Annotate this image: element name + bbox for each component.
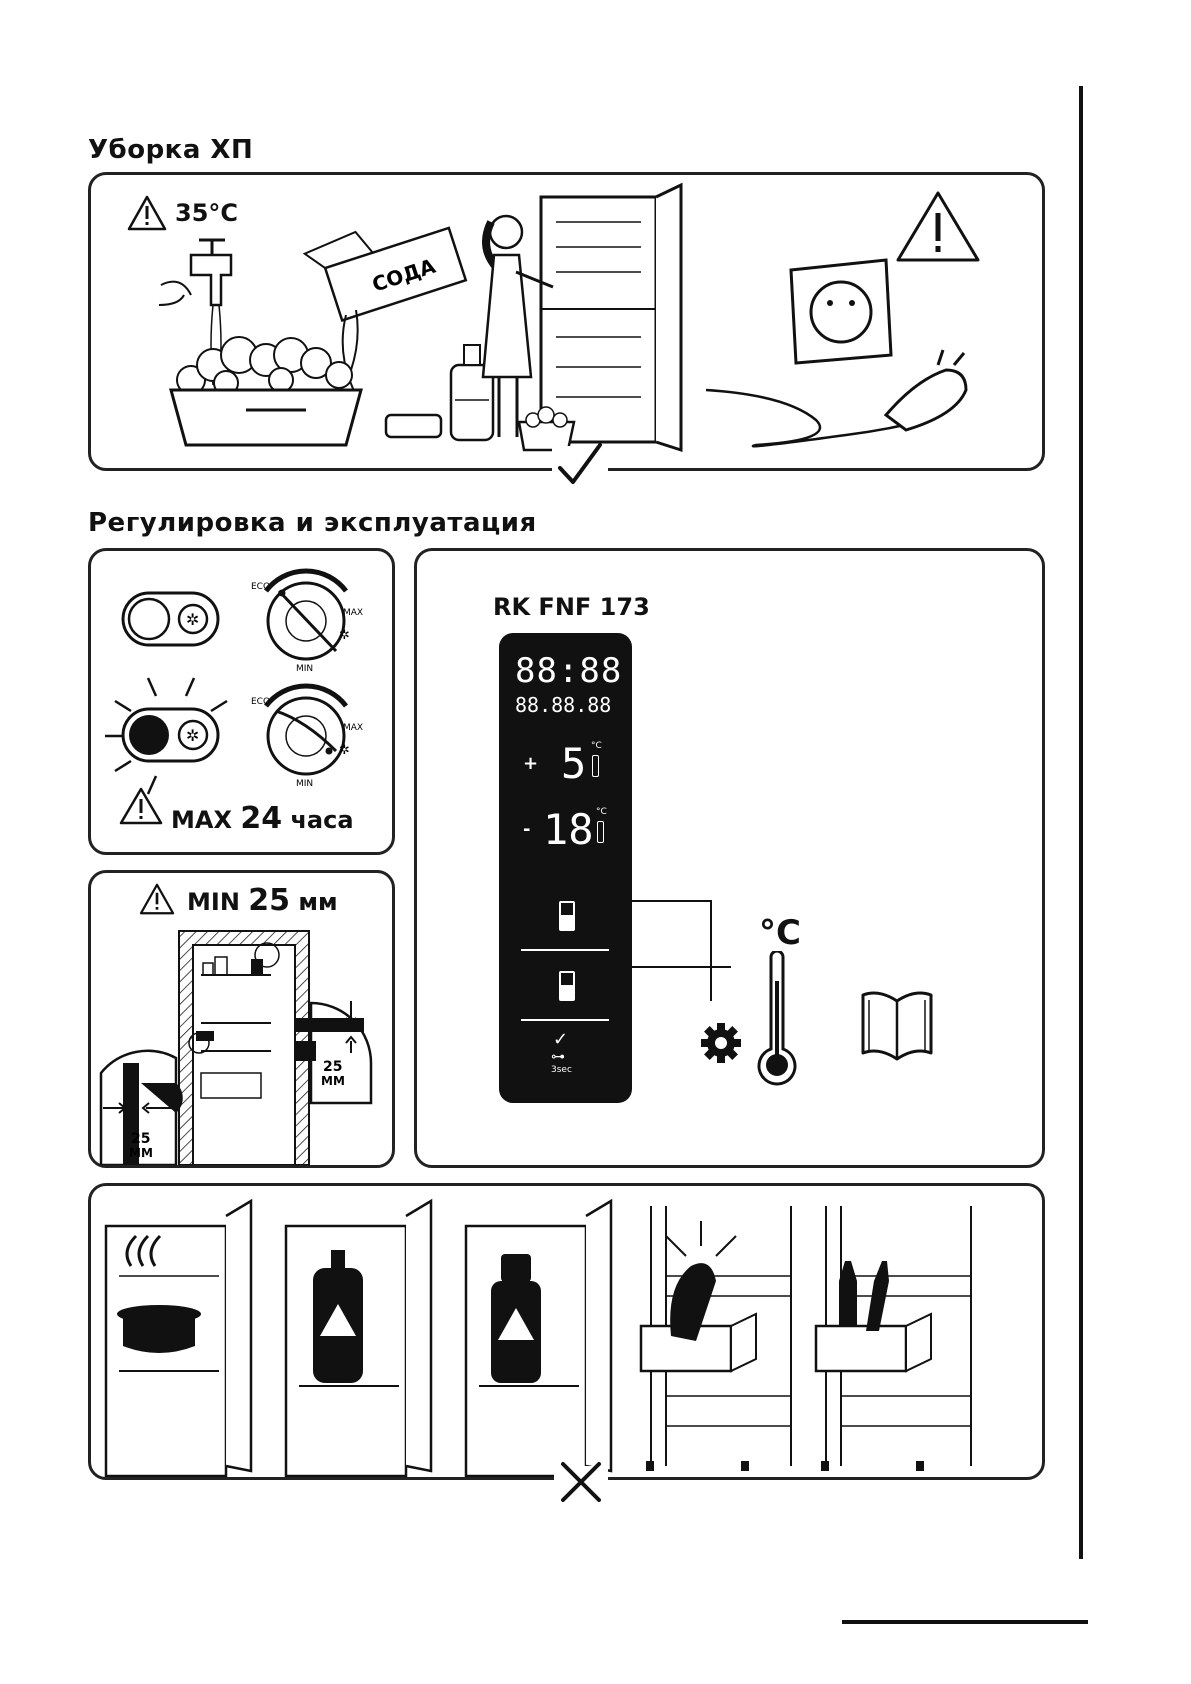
model-name: RK FNF 173 (493, 593, 650, 621)
max-warning-unit: часа (290, 806, 354, 834)
prohibited-items-illustration (104, 1198, 972, 1477)
plug-icon (883, 349, 968, 432)
max-warning-value: 24 (240, 801, 283, 836)
time-display: 88:88 (515, 651, 623, 691)
chemical-bottle-icon (464, 1198, 613, 1477)
svg-text:✲: ✲ (339, 628, 350, 643)
washing-basin-illustration: СОДА (158, 226, 495, 447)
cleaning-temp-value: 35 (175, 199, 209, 227)
gap-label-top: 25 (323, 1059, 342, 1075)
fridge-sign: + (523, 753, 539, 774)
min-warning-value: 25 (248, 883, 291, 918)
superfreeze-illustration: ✲ ECO MAX MIN ✲ ✲ ECO MAX MIN ✲ (105, 568, 363, 825)
max-warning-prefix: MAX (171, 806, 232, 834)
section-title-operation: Регулировка и эксплуатация (88, 508, 537, 538)
check-icon (558, 443, 602, 484)
date-display: 88.88.88 (515, 693, 612, 717)
exploding-bottle-icon (639, 1206, 792, 1471)
svg-text:ECO: ECO (251, 697, 270, 707)
freezer-temp-unit: °C (596, 807, 607, 817)
svg-text:✲: ✲ (339, 743, 350, 758)
cross-icon (561, 1462, 601, 1502)
bottles-in-freezer-icon (814, 1206, 972, 1471)
svg-text:✲: ✲ (186, 610, 199, 629)
dial-max-label: MAX (343, 608, 363, 618)
niche-clearance-illustration: 25 ММ 25 ММ (99, 930, 373, 1165)
prohibitions-panel (88, 1183, 1045, 1480)
clearance-panel: MIN 25 мм 25 ММ 25 ММ (88, 870, 395, 1168)
warning-icon (127, 195, 167, 231)
min-warning-unit: мм (298, 888, 338, 916)
gap-label-side: 25 (131, 1131, 150, 1147)
control-panel-frame: RK FNF 173 88:88 88.88.88 + 5 °C - 18 °C… (414, 548, 1045, 1168)
gap-unit-side: ММ (129, 1146, 153, 1160)
fridge-mode-button[interactable] (559, 901, 575, 931)
max-duration-warning: MAX 24 часа (171, 801, 354, 836)
flammable-aerosol-icon (284, 1198, 433, 1477)
svg-text:MIN: MIN (296, 779, 313, 789)
thermometer-icon (757, 951, 797, 1086)
freezer-temp: 18 (543, 805, 594, 854)
display-panel: 88:88 88.88.88 + 5 °C - 18 °C ✓ ⊶ 3sec (499, 633, 632, 1103)
svg-text:MAX: MAX (343, 723, 363, 733)
fridge-temp: 5 (561, 739, 587, 788)
lock-check-icon[interactable]: ✓ (553, 1029, 569, 1050)
warning-icon (139, 883, 175, 915)
cleaning-panel: 35°C СОДА (88, 172, 1045, 471)
page-footer-rule (842, 1620, 1088, 1624)
warning-icon (896, 191, 980, 262)
dial-eco-label: ECO (251, 582, 270, 592)
section-title-cleaning: Уборка ХП (88, 135, 254, 165)
min-warning-prefix: MIN (187, 888, 240, 916)
min-clearance-warning: MIN 25 мм (187, 883, 338, 918)
socket-icon (789, 258, 893, 365)
thermometer-unit: °C (759, 913, 801, 953)
key-icon: ⊶ (551, 1049, 565, 1065)
cleaning-temp-unit: °C (208, 199, 239, 227)
unplug-illustration (706, 191, 980, 448)
freezer-sign: - (523, 819, 531, 840)
dial-min-label: MIN (296, 664, 313, 674)
button-connector-lines (632, 900, 731, 1001)
superfreeze-panel: ✲ ECO MAX MIN ✲ ✲ ECO MAX MIN ✲ MAX (88, 548, 395, 855)
gap-unit-top: ММ (321, 1074, 345, 1088)
book-icon (861, 991, 933, 1061)
lock-hint: 3sec (551, 1065, 572, 1075)
gear-icon (701, 1023, 741, 1063)
hot-pot-icon (104, 1198, 253, 1477)
freezer-mode-button[interactable] (559, 971, 575, 1001)
woman-cleaning-fridge-illustration (481, 182, 683, 453)
svg-text:✲: ✲ (186, 726, 199, 745)
page-margin-rule (1079, 86, 1083, 1559)
fridge-temp-unit: °C (591, 741, 602, 751)
